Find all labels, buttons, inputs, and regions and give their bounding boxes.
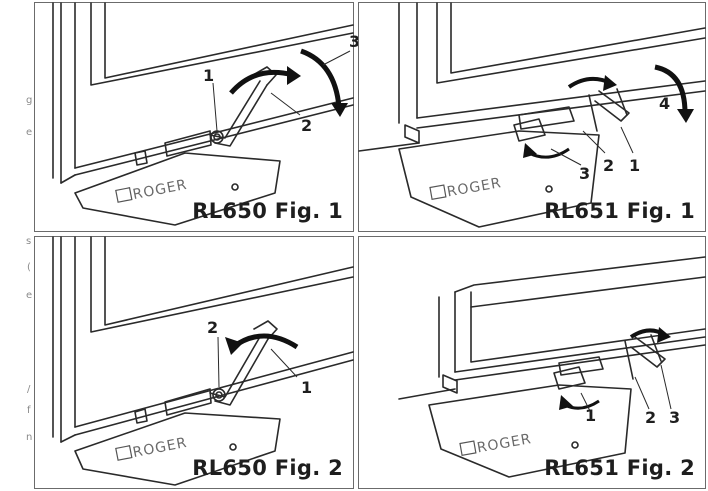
figure-caption: RL651 Fig. 2 [544, 456, 695, 480]
edge-fragment: f [27, 405, 31, 416]
figure-grid: 1 2 3 ROGER RL650 Fig. 1 [34, 0, 708, 491]
edge-fragment: ( [27, 262, 31, 273]
rl650-fig2-illustration: 2 1 ROGER [52, 236, 354, 486]
rl650-fig1-callouts: 1 2 3 [203, 32, 360, 135]
rl650-fig2-callouts: 2 1 [207, 318, 312, 397]
brand-text: ROGER [131, 177, 188, 203]
callout-label: 2 [207, 318, 218, 337]
panel-rl650-fig2: 2 1 ROGER RL650 Fig. 2 [34, 236, 354, 489]
callout-label: 1 [301, 378, 312, 397]
edge-fragment: e [26, 290, 33, 301]
rl651-fig1-callouts: 4 3 2 1 [579, 94, 670, 183]
figure-caption: RL650 Fig. 2 [192, 456, 343, 480]
left-edge-clipped-text: g e s ( e / f n [0, 0, 34, 491]
rl650-fig1-illustration: 1 2 3 ROGER [52, 2, 360, 226]
edge-fragment: g [26, 95, 33, 106]
edge-fragment: / [27, 384, 31, 395]
callout-label: 4 [659, 94, 670, 113]
rl651-fig2-callouts: 1 2 3 [585, 406, 680, 427]
edge-fragment: e [26, 127, 33, 138]
panel-rl651-fig2: 1 2 3 ROGER RL651 Fig. 2 [358, 236, 706, 489]
brand-text: ROGER [476, 431, 533, 456]
rl651-fig1-illustration: 4 3 2 1 ROGER [358, 2, 706, 228]
figure-caption: RL650 Fig. 1 [192, 199, 343, 223]
callout-label: 3 [349, 32, 360, 51]
callout-label: 2 [645, 408, 656, 427]
brand-text: ROGER [131, 435, 188, 461]
panel-rl650-fig1: 1 2 3 ROGER RL650 Fig. 1 [34, 2, 360, 232]
callout-label: 2 [603, 156, 614, 175]
brand-text: ROGER [446, 175, 503, 200]
callout-label: 1 [203, 66, 214, 85]
callout-label: 2 [301, 116, 312, 135]
callout-label: 3 [579, 164, 590, 183]
edge-fragment: s [26, 236, 32, 247]
edge-fragment: n [26, 432, 33, 443]
figure-caption: RL651 Fig. 1 [544, 199, 695, 223]
callout-label: 1 [629, 156, 640, 175]
panel-rl651-fig1: 4 3 2 1 ROGER RL651 Fig. 1 [358, 2, 706, 232]
rl651-fig2-illustration: 1 2 3 ROGER [398, 256, 706, 478]
callout-label: 3 [669, 408, 680, 427]
callout-label: 1 [585, 406, 596, 425]
